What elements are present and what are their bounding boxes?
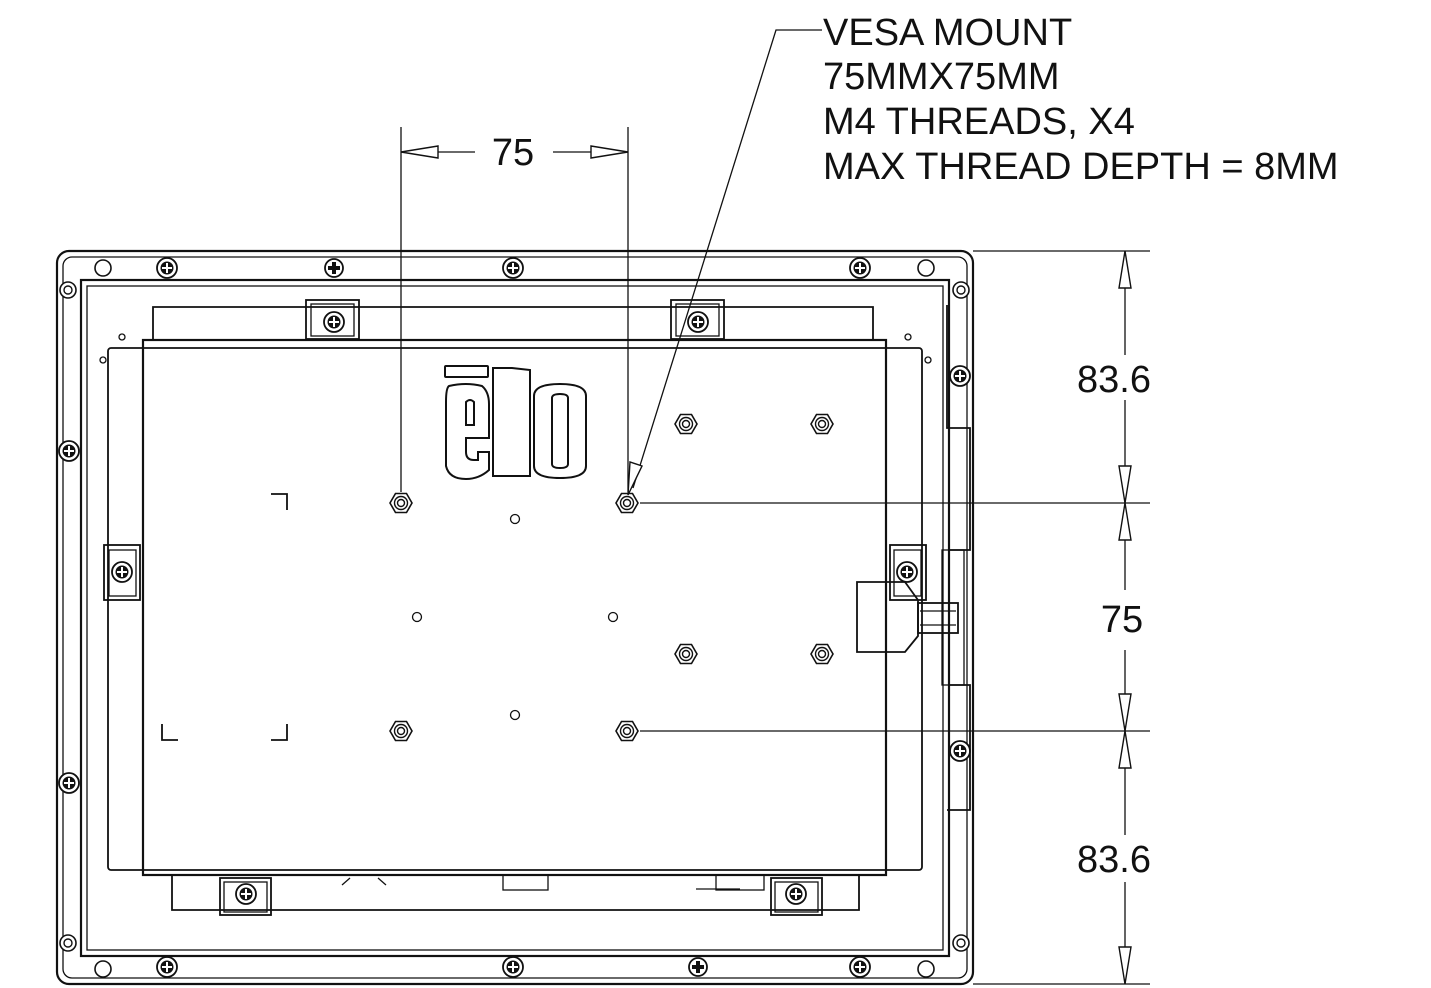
vesa-callout-text: VESA MOUNT 75MMX75MM M4 THREADS, X4 MAX … xyxy=(823,12,1339,188)
dimension-horizontal-75: 75 xyxy=(492,132,534,174)
secondary-hex-studs xyxy=(674,413,834,665)
elo-logo-icon xyxy=(444,365,587,481)
vesa-holes xyxy=(389,492,639,742)
monitor-frame xyxy=(55,249,975,986)
dimension-top-offset: 83.6 xyxy=(1077,359,1151,401)
dimension-bottom-offset: 83.6 xyxy=(1077,839,1151,881)
callout-line-2: 75MMX75MM xyxy=(823,56,1060,98)
callout-line-4: MAX THREAD DEPTH = 8MM xyxy=(823,146,1339,188)
mounting-clips xyxy=(103,299,927,916)
callout-line-3: M4 THREADS, X4 xyxy=(823,101,1135,143)
vertical-dimensions xyxy=(640,250,1150,985)
corner-marks xyxy=(161,493,288,741)
back-plate xyxy=(99,306,932,911)
callout-line-1: VESA MOUNT xyxy=(823,12,1072,54)
dimension-vertical-75: 75 xyxy=(1101,599,1143,641)
small-holes xyxy=(411,513,619,721)
callout-leader xyxy=(627,29,822,496)
horizontal-dimension xyxy=(400,127,629,492)
